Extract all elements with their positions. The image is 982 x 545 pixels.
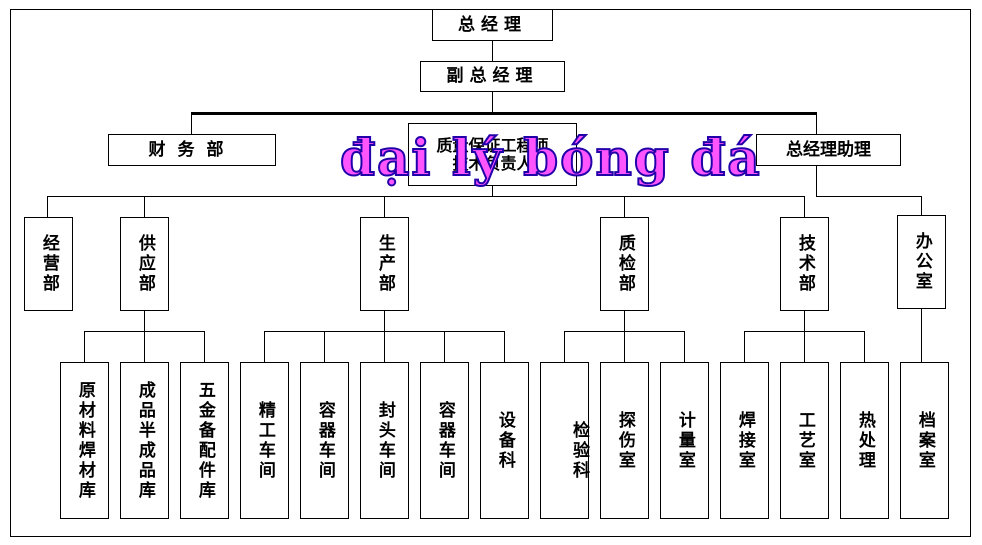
connector xyxy=(191,112,817,115)
hardware-store-node: 五金备配件库 xyxy=(180,362,229,519)
connector xyxy=(921,308,922,363)
connector xyxy=(324,331,325,363)
quality-engineer-line2: 技术负责人 xyxy=(452,153,533,173)
head-workshop-node: 封头车间 xyxy=(360,362,409,519)
connector xyxy=(804,196,805,218)
connector xyxy=(624,331,625,363)
connector xyxy=(492,40,493,62)
quality-engineer-line1: 质量保证工程师 xyxy=(436,135,549,155)
connector xyxy=(624,310,625,332)
connector xyxy=(921,196,922,216)
general-manager-node: 总经理 xyxy=(432,9,553,41)
connector xyxy=(816,196,921,197)
deputy-gm-node: 副总经理 xyxy=(420,61,565,92)
connector xyxy=(384,196,385,218)
vessel-workshop-2-node: 容器车间 xyxy=(420,362,469,519)
connector xyxy=(84,331,85,363)
vessel-workshop-1-node: 容器车间 xyxy=(300,362,349,519)
connector xyxy=(47,196,48,218)
connector xyxy=(816,113,817,135)
connector xyxy=(264,331,265,363)
tech-dept-node: 技术部 xyxy=(780,217,829,311)
connector xyxy=(564,331,565,363)
production-dept-node: 生产部 xyxy=(360,217,409,311)
connector xyxy=(684,331,685,363)
connector xyxy=(804,310,805,332)
connector xyxy=(191,113,192,135)
equipment-section-node: 设备科 xyxy=(480,362,529,519)
connector xyxy=(204,331,205,363)
connector xyxy=(384,310,385,332)
supply-dept-node: 供应部 xyxy=(120,217,169,311)
office-node: 办公室 xyxy=(897,215,946,309)
gm-assistant-node: 总经理助理 xyxy=(756,134,901,166)
connector xyxy=(144,310,145,332)
connector xyxy=(492,185,493,197)
finishing-workshop-node: 精工车间 xyxy=(240,362,289,519)
finance-node: 财务部 xyxy=(108,134,276,166)
qc-dept-node: 质检部 xyxy=(600,217,649,311)
flaw-detection-room-node: 探伤室 xyxy=(600,362,649,519)
connector xyxy=(816,165,817,197)
process-room-node: 工艺室 xyxy=(780,362,829,519)
connector xyxy=(47,196,805,197)
raw-material-store-node: 原材料焊材库 xyxy=(60,362,109,519)
heat-treatment-node: 热处理 xyxy=(840,362,889,519)
connector xyxy=(804,331,805,363)
metrology-room-node: 计量室 xyxy=(660,362,709,519)
welding-room-node: 焊接室 xyxy=(720,362,769,519)
finished-goods-store-node: 成品半成品库 xyxy=(120,362,169,519)
connector xyxy=(384,331,385,363)
connector xyxy=(492,91,493,113)
connector xyxy=(504,331,505,363)
connector xyxy=(444,331,445,363)
quality-engineer-node: 质量保证工程师 技术负责人 xyxy=(408,123,577,186)
connector xyxy=(864,331,865,363)
inspection-section-node: 检验科 xyxy=(540,362,589,519)
connector xyxy=(144,196,145,218)
connector xyxy=(744,331,745,363)
archive-room-node: 档案室 xyxy=(900,362,949,519)
business-dept-node: 经营部 xyxy=(24,217,73,311)
connector xyxy=(624,196,625,218)
connector xyxy=(144,331,145,363)
